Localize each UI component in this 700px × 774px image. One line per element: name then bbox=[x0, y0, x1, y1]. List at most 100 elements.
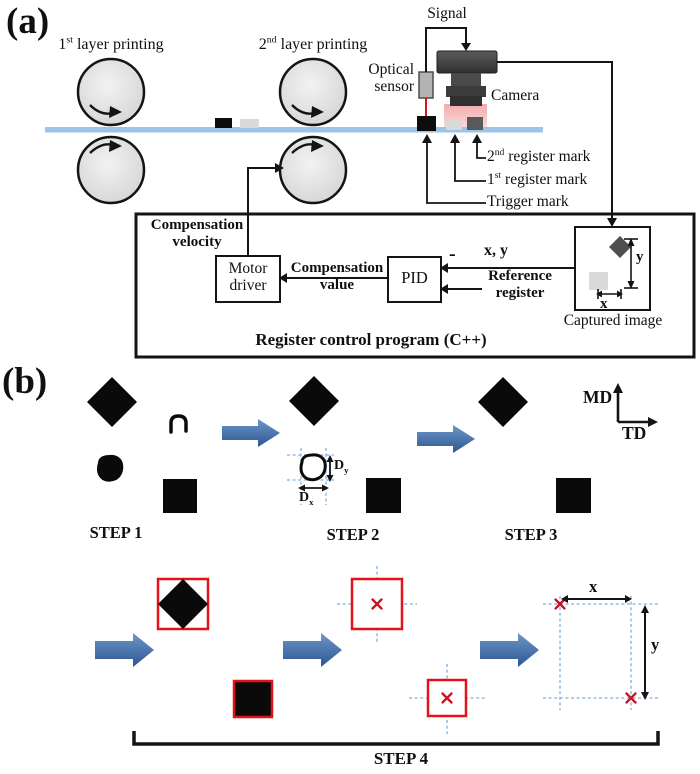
signal-wire bbox=[425, 27, 467, 72]
web-line bbox=[45, 127, 543, 133]
y-offset-label: y bbox=[651, 635, 660, 654]
panel-b-label: (b) bbox=[2, 361, 48, 402]
motor-driver-box bbox=[215, 255, 281, 303]
first-mark-arrowhead bbox=[450, 134, 460, 143]
trigger-mark-label: Trigger mark bbox=[487, 193, 569, 210]
first-register-mark-shape bbox=[446, 119, 462, 130]
x-offset-arrowhead-left bbox=[561, 595, 568, 603]
dx-arrowhead-right bbox=[322, 484, 329, 492]
captured-x-arrowhead-right bbox=[617, 290, 623, 298]
step4-label: STEP 4 bbox=[373, 749, 429, 768]
rotation-arrowhead bbox=[311, 106, 324, 118]
camera-neck bbox=[451, 73, 481, 86]
control-program-title: Register control program (C++) bbox=[255, 330, 487, 349]
roller-1-bottom bbox=[76, 135, 146, 205]
unit1-printing-label: 1st layer printing bbox=[58, 34, 164, 53]
dy-label: Dy bbox=[334, 458, 349, 475]
td-axis-arrowhead bbox=[648, 417, 658, 427]
captured-square-mark bbox=[589, 272, 608, 290]
center-x-marker-2 bbox=[441, 692, 453, 704]
captured-image-label: Captured image bbox=[563, 312, 663, 329]
step1-label: STEP 1 bbox=[89, 523, 143, 542]
camera-output-arrowhead bbox=[607, 218, 617, 227]
boxed-diamond bbox=[158, 579, 208, 629]
optical-sensor-body bbox=[418, 71, 434, 99]
captured-diamond-mark bbox=[609, 236, 631, 258]
step1-noise-arch bbox=[169, 414, 188, 434]
center-x-marker-1 bbox=[371, 598, 383, 610]
captured-image-box bbox=[574, 226, 651, 311]
xy-feedback-arrowhead bbox=[440, 263, 448, 273]
y-offset-arrowhead-bottom bbox=[641, 692, 649, 700]
compensation-velocity-arrowhead bbox=[275, 163, 284, 173]
rotation-arrowhead bbox=[109, 140, 122, 152]
dy-arrowhead-bottom bbox=[326, 475, 334, 482]
mark-label-arrows bbox=[426, 141, 486, 204]
md-axis-label: MD bbox=[583, 387, 613, 407]
printed-mark-black bbox=[215, 118, 232, 128]
dx-label: Dx bbox=[299, 490, 314, 507]
signal-arrowhead bbox=[461, 43, 471, 51]
first-register-mark-label: 1st register mark bbox=[487, 169, 588, 188]
flow-arrow-5 bbox=[480, 633, 539, 667]
step3-diamond bbox=[478, 377, 528, 427]
md-axis-arrowhead bbox=[613, 383, 623, 393]
reference-arrowhead bbox=[440, 284, 448, 294]
second-mark-arrow bbox=[476, 141, 486, 159]
step4-bracket bbox=[132, 731, 660, 746]
direction-axes bbox=[616, 391, 650, 424]
step2-label: STEP 2 bbox=[326, 525, 380, 544]
trigger-mark-arrow bbox=[426, 141, 486, 204]
flow-arrow-1 bbox=[222, 419, 280, 447]
xy-label: x, y bbox=[484, 242, 508, 259]
unit2-printing-label: 2nd layer printing bbox=[258, 34, 368, 53]
pid-box bbox=[387, 256, 442, 303]
dy-arrowhead-top bbox=[326, 455, 334, 462]
camera-output-wire bbox=[497, 61, 613, 219]
first-mark-arrow bbox=[454, 141, 486, 182]
step1-noise-blob bbox=[97, 454, 124, 482]
trigger-mark-arrowhead bbox=[422, 134, 432, 143]
camera-assembly bbox=[436, 50, 498, 127]
td-axis-label: TD bbox=[622, 423, 647, 443]
minus-sign: - bbox=[449, 243, 456, 265]
rotation-arrowhead bbox=[109, 106, 122, 118]
compensation-velocity-wire bbox=[247, 167, 276, 256]
flow-arrow-4 bbox=[283, 633, 342, 667]
x-offset-label: x bbox=[589, 577, 598, 596]
signal-label: Signal bbox=[427, 5, 467, 22]
captured-y-label: y bbox=[636, 249, 644, 265]
camera-label: Camera bbox=[491, 87, 540, 104]
pid-label: PID bbox=[401, 268, 428, 287]
camera-body bbox=[436, 50, 498, 74]
flow-arrow-3 bbox=[95, 633, 154, 667]
final-x-marker-bottomright bbox=[625, 692, 637, 704]
step3-label: STEP 3 bbox=[504, 525, 558, 544]
step2-square bbox=[366, 478, 401, 513]
captured-y-arrowhead-bottom bbox=[627, 281, 635, 289]
compensation-value-arrowhead bbox=[279, 273, 287, 283]
printing-unit-1 bbox=[76, 57, 146, 205]
step3-square bbox=[556, 478, 591, 513]
step2-blob-outline bbox=[299, 453, 327, 482]
final-x-marker-topleft bbox=[554, 598, 566, 610]
second-mark-arrowhead bbox=[472, 134, 482, 143]
trigger-mark-shape bbox=[417, 116, 436, 131]
second-register-mark-label: 2nd register mark bbox=[487, 146, 591, 165]
step1-diamond bbox=[87, 377, 137, 427]
printing-unit-2 bbox=[278, 57, 348, 205]
panel-a-label: (a) bbox=[6, 1, 50, 42]
second-register-mark-shape bbox=[467, 117, 483, 130]
boxed-square bbox=[232, 679, 274, 719]
printed-mark-gray bbox=[240, 119, 259, 128]
x-offset-arrowhead-right bbox=[625, 595, 632, 603]
captured-x-label: x bbox=[600, 296, 608, 312]
final-dashed-rect bbox=[543, 596, 658, 710]
